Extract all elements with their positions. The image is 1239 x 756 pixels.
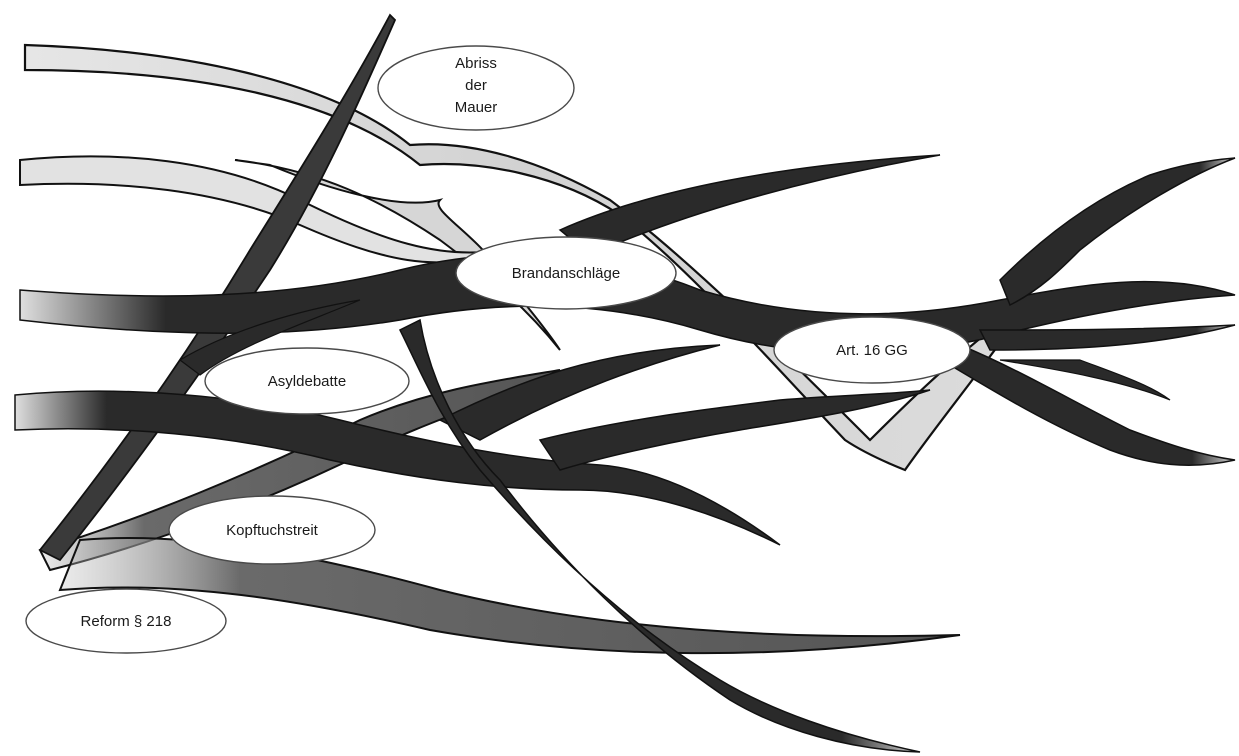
node-label: Brandanschläge <box>512 265 620 282</box>
node-abriss-der-mauer: Abriss der Mauer <box>378 46 574 130</box>
node-reform-218: Reform § 218 <box>26 589 226 653</box>
node-art-16-gg: Art. 16 GG <box>774 317 970 383</box>
node-label-line: Abriss <box>455 55 497 72</box>
node-label-line: Mauer <box>455 99 498 116</box>
node-kopftuchstreit: Kopftuchstreit <box>169 496 375 564</box>
node-brandanschlaege: Brandanschläge <box>456 237 676 309</box>
node-asyldebatte: Asyldebatte <box>205 348 409 414</box>
node-label: Art. 16 GG <box>836 342 908 359</box>
node-label-line: der <box>465 77 487 94</box>
node-label: Kopftuchstreit <box>226 522 319 539</box>
node-label: Reform § 218 <box>81 613 172 630</box>
node-label: Asyldebatte <box>268 373 346 390</box>
